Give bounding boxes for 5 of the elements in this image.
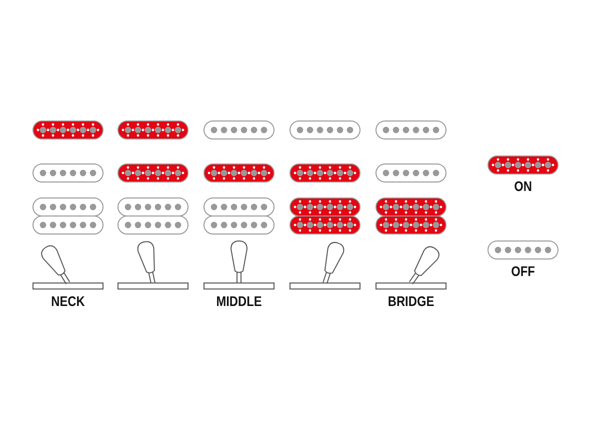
position-label: MIDDLE	[216, 293, 262, 309]
position-label: NECK	[51, 293, 85, 309]
legend-label: OFF	[511, 263, 535, 279]
legend-label: ON	[514, 178, 532, 194]
position-label: BRIDGE	[388, 293, 434, 309]
